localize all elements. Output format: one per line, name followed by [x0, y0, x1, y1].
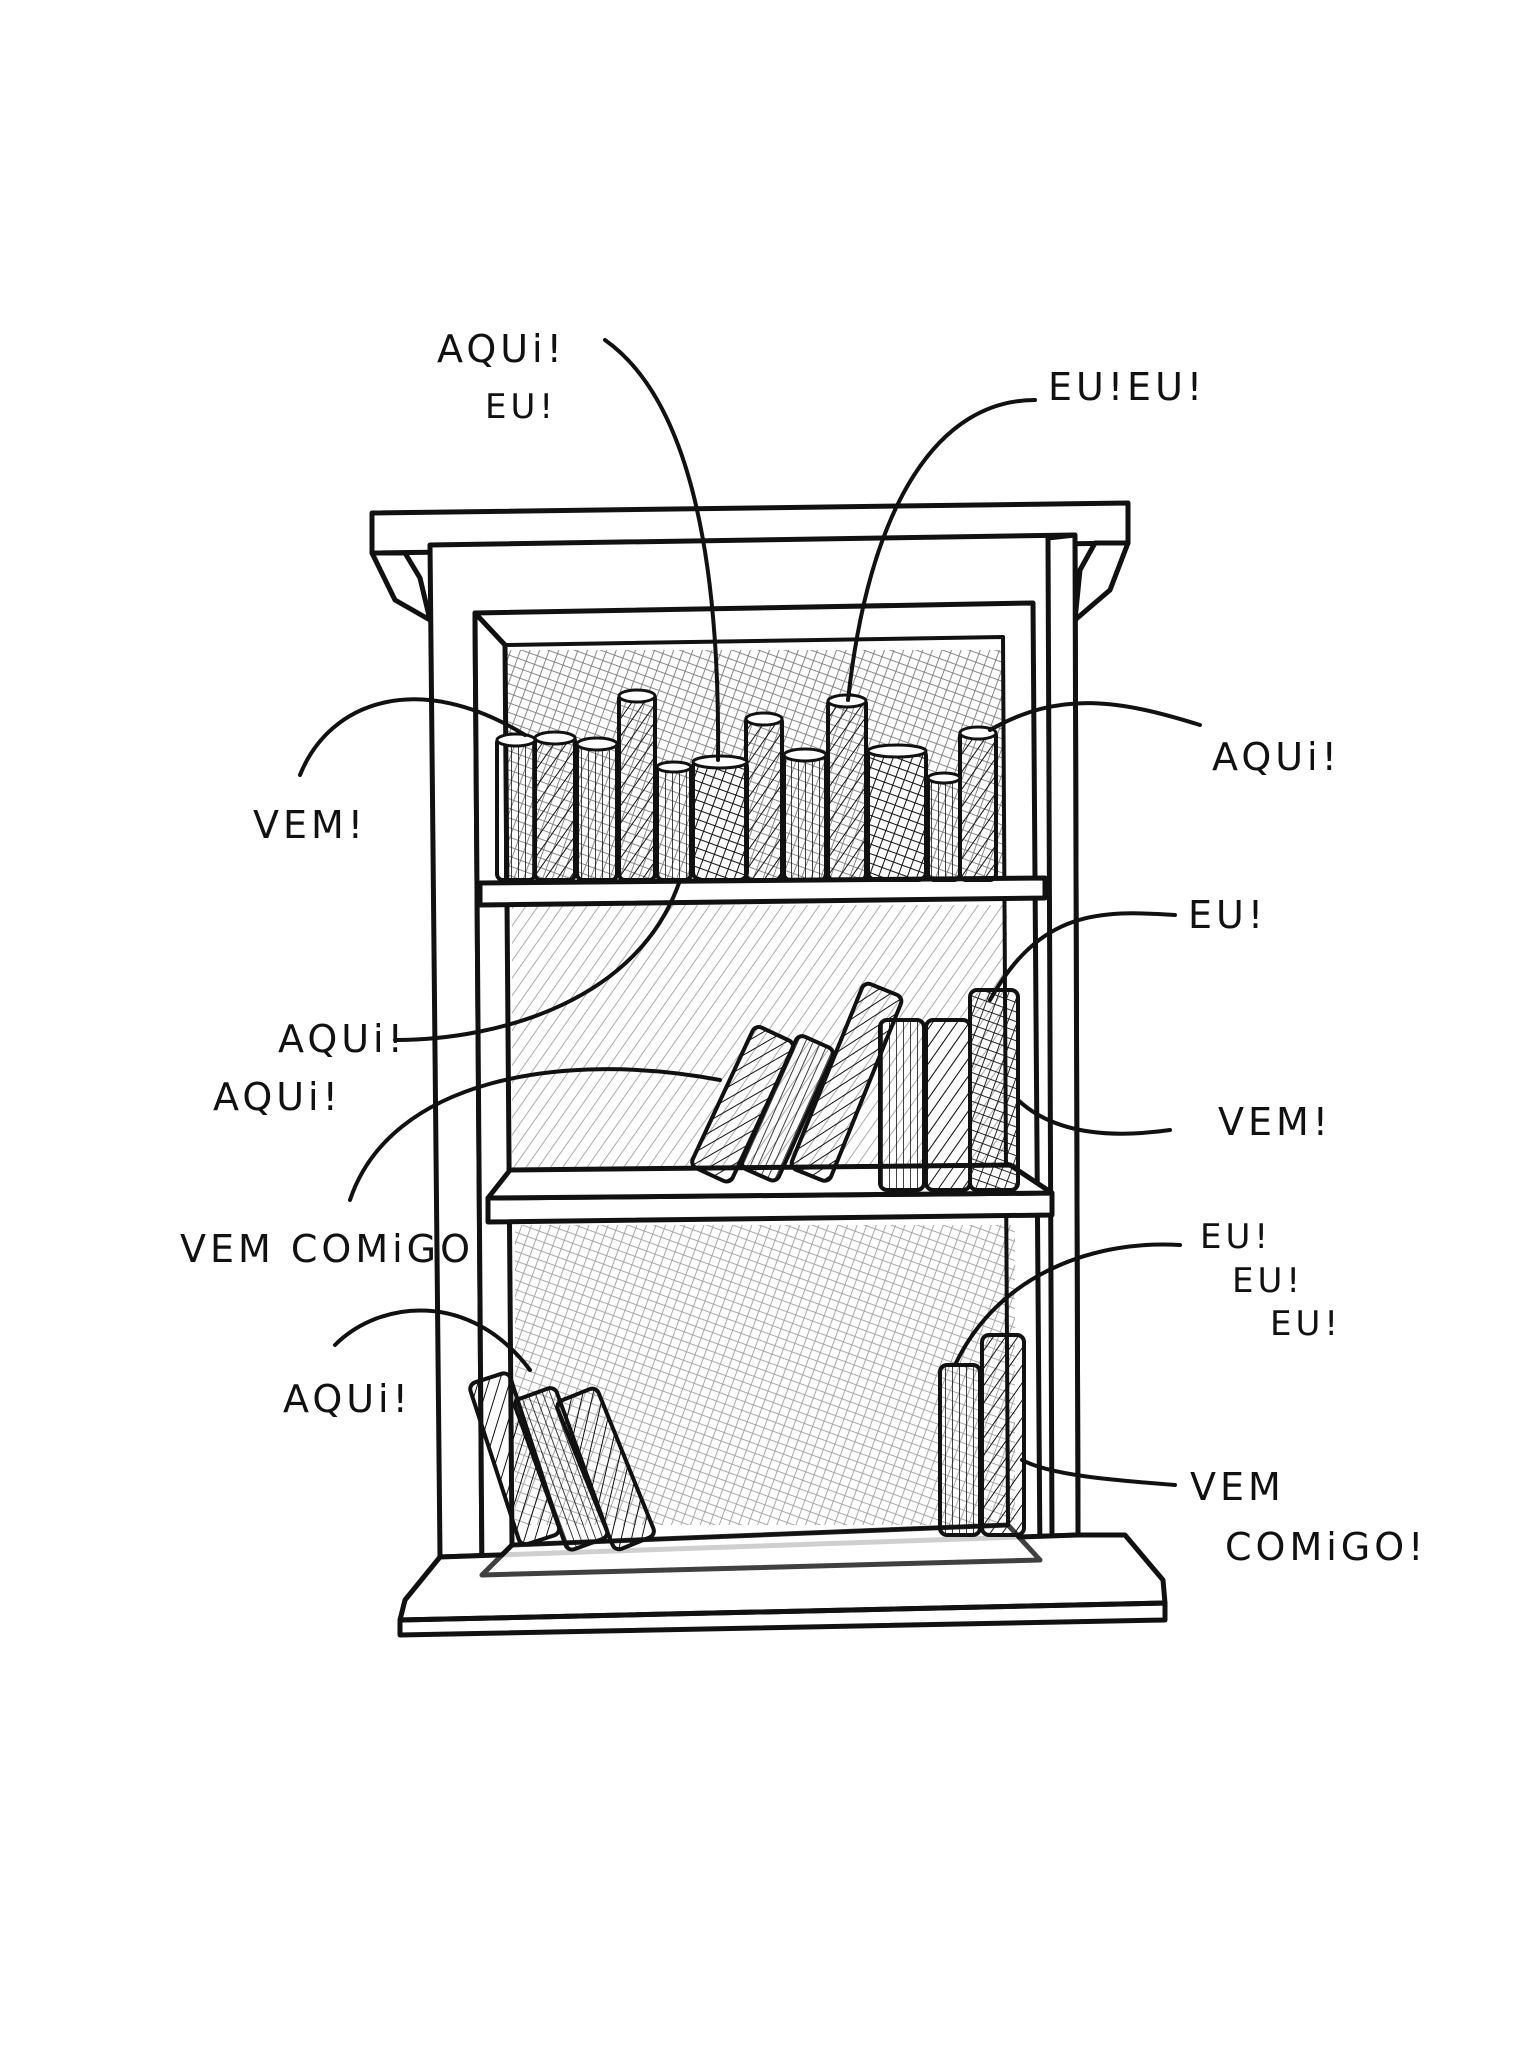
- callout-bottom-right-2: COMiGO!: [1225, 1525, 1427, 1569]
- callout-shelf3-right-2: EU!: [1232, 1261, 1304, 1301]
- callout-bottom-right-1: VEM: [1190, 1465, 1285, 1509]
- book: [782, 750, 828, 882]
- book: [744, 714, 784, 882]
- book: [968, 988, 1020, 1192]
- book: [533, 733, 577, 882]
- book: [495, 735, 537, 882]
- shelf-1: [477, 875, 1048, 908]
- cornice-left: [369, 550, 433, 623]
- shelf-3-books: [468, 1333, 1026, 1552]
- book: [878, 1018, 926, 1192]
- book: [958, 728, 998, 882]
- book: [555, 1386, 656, 1552]
- book: [866, 746, 928, 882]
- callout-shelf1-right: AQUi!: [1212, 735, 1341, 779]
- book: [617, 691, 657, 882]
- callout-shelf3-left: AQUi!: [283, 1377, 412, 1421]
- callout-shelf2-right-bottom: VEM!: [1218, 1100, 1332, 1144]
- callout-shelf2-left-bottom: VEM COMiGO: [180, 1227, 474, 1271]
- book: [826, 696, 868, 882]
- book: [924, 1018, 972, 1192]
- callout-labels: AQUi! EU! EU!EU! VEM! AQUi! AQUi! AQUi! …: [180, 327, 1427, 1569]
- cornice-right: [1072, 540, 1131, 623]
- book: [655, 762, 693, 882]
- callout-top-left-2: EU!: [485, 387, 557, 427]
- callout-lines: [298, 338, 1202, 1487]
- callout-shelf2-left-2: AQUi!: [213, 1075, 342, 1119]
- shelf-1-books: [495, 688, 998, 882]
- callout-shelf2-right-top: EU!: [1188, 893, 1267, 937]
- book: [739, 1034, 835, 1183]
- shelf-2-books: [690, 981, 1020, 1192]
- book: [575, 739, 619, 882]
- callout-shelf3-right-3: EU!: [1270, 1304, 1342, 1344]
- book: [691, 757, 749, 882]
- callout-shelf1-left: VEM!: [253, 803, 367, 847]
- callout-top-right: EU!EU!: [1048, 365, 1206, 409]
- callout-top-left-1: AQUi!: [437, 327, 566, 371]
- book: [926, 773, 962, 882]
- book: [938, 1363, 982, 1537]
- callout-shelf2-left-1: AQUi!: [278, 1017, 407, 1061]
- bookcase-side: [1045, 532, 1081, 1539]
- book: [789, 981, 904, 1183]
- book: [980, 1333, 1026, 1537]
- callout-shelf3-right-1: EU!: [1200, 1217, 1272, 1257]
